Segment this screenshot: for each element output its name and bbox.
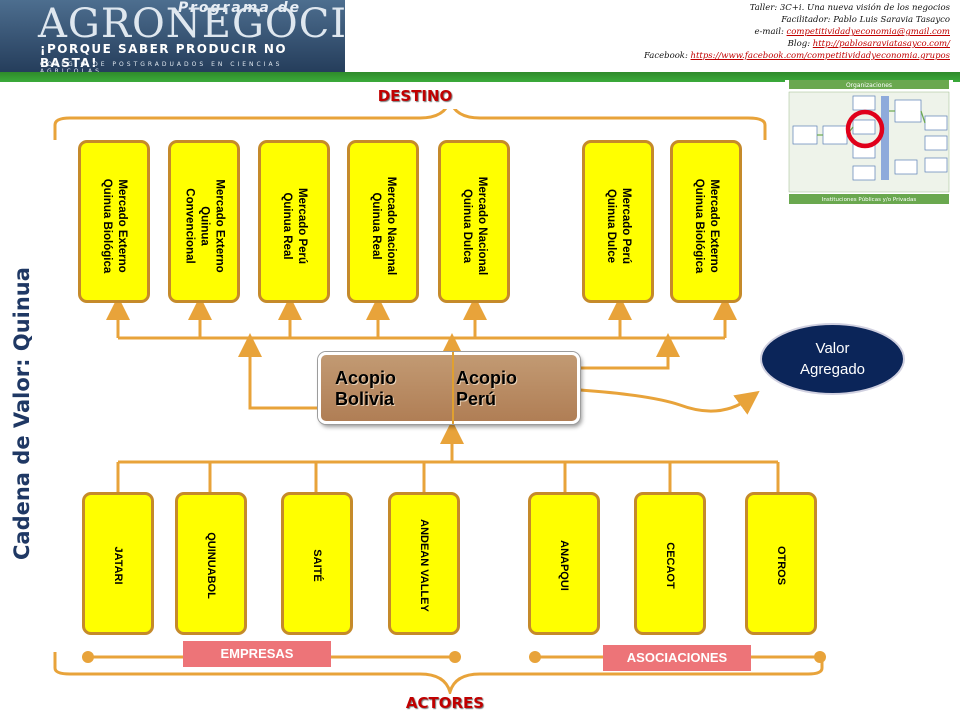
thumbnail-top-label: Organizaciones	[846, 82, 892, 89]
destination-box: Mercado Perú Quinua Real	[258, 140, 330, 303]
logo-brand-text: AGRONEGOCIOS	[38, 1, 345, 47]
actor-box: JATARI	[82, 492, 154, 635]
actor-box: QUINUABOL	[175, 492, 247, 635]
header: Programa de AGRONEGOCIOS ¡PORQUE SABER P…	[0, 0, 960, 74]
logo-slogan: ¡PORQUE SABER PRODUCIR NO BASTA!	[40, 42, 288, 70]
destination-box: Mercado Externo Quinua Biológica	[78, 140, 150, 303]
destination-label: Mercado Perú Quinua Dulce	[605, 187, 632, 265]
destination-label: Mercado Externo Quinua Convencional	[183, 179, 226, 273]
workshop-info: Taller: 3C+i. Una nueva visión de los ne…	[350, 2, 950, 62]
valor-agregado-label: Valor Agregado	[799, 340, 866, 378]
actor-box: ANDEAN VALLEY	[388, 492, 460, 635]
thumbnail-highlight-circle	[845, 109, 885, 149]
destination-box: Mercado Perú Quinua Dulce	[582, 140, 654, 303]
destination-box: Mercado Nacional Quinua Real	[347, 140, 419, 303]
destination-label: Mercado Nacional Quinua Real	[370, 176, 397, 276]
actor-label: ANDEAN VALLEY	[418, 519, 430, 612]
thumbnail-bottom-label: Instituciones Públicas y/o Privadas	[822, 196, 917, 203]
actor-label: OTROS	[775, 545, 787, 586]
destination-box: Mercado Externo Quinua Biológica	[670, 140, 742, 303]
actores-bracket	[53, 652, 824, 698]
actor-label: SAITÉ	[311, 549, 323, 582]
actores-label: ACTORES	[395, 694, 495, 716]
valor-agregado-ellipse: Valor Agregado	[760, 323, 905, 395]
facilitador-line: Facilitador: Pablo Luis Saravia Tasayco	[781, 15, 950, 25]
actor-label: CECAOT	[664, 542, 676, 589]
thumbnail-diagram: Organizaciones Instituciones Públicas y/…	[788, 80, 950, 204]
facebook-link[interactable]: https://www.facebook.com/competitividady…	[690, 51, 950, 61]
asociaciones-tag: ASOCIACIONES	[603, 645, 751, 671]
destination-box: Mercado Nacional Quinua Dulca	[438, 140, 510, 303]
actor-box: OTROS	[745, 492, 817, 635]
logo-program-text: Programa de	[178, 0, 302, 16]
logo-college: COLEGIO DE POSTGRADUADOS EN CIENCIAS AGR…	[40, 61, 283, 74]
actor-box: SAITÉ	[281, 492, 353, 635]
email-link[interactable]: competitividadyeconomia@gmail.com	[786, 27, 950, 37]
green-divider-bar	[0, 72, 960, 82]
actor-label: ANAPQUI	[558, 540, 570, 591]
facebook-line: Facebook: https://www.facebook.com/compe…	[643, 51, 950, 61]
actor-label: JATARI	[112, 546, 124, 585]
blog-line: Blog: http://pablosaraviatasayco.com/	[787, 39, 950, 49]
destination-label: Mercado Externo Quinua Biológica	[101, 178, 128, 274]
taller-line: Taller: 3C+i. Una nueva visión de los ne…	[749, 3, 950, 13]
destino-label: DESTINO	[368, 87, 462, 109]
email-line: e-mail: competitividadyeconomia@gmail.co…	[754, 27, 951, 37]
agronegocios-logo: Programa de AGRONEGOCIOS ¡PORQUE SABER P…	[0, 0, 345, 74]
acopio-divider	[452, 352, 454, 424]
actor-box: ANAPQUI	[528, 492, 600, 635]
destination-label: Mercado Perú Quinua Real	[281, 187, 308, 265]
value-chain-thumbnail: Organizaciones Instituciones Públicas y/…	[785, 80, 953, 205]
actor-box: CECAOT	[634, 492, 706, 635]
blog-link[interactable]: http://pablosaraviatasayco.com/	[812, 39, 950, 49]
acopio-box: Acopio Bolivia Acopio Perú	[318, 352, 580, 424]
acopio-bolivia-label: Acopio Bolivia	[335, 368, 396, 409]
empresas-tag: EMPRESAS	[183, 641, 331, 667]
destination-box: Mercado Externo Quinua Convencional	[168, 140, 240, 303]
destination-label: Mercado Nacional Quinua Dulca	[461, 176, 488, 276]
destination-label: Mercado Externo Quinua Biológica	[693, 178, 720, 274]
actor-label: QUINUABOL	[205, 532, 217, 599]
acopio-peru-label: Acopio Perú	[456, 368, 517, 409]
